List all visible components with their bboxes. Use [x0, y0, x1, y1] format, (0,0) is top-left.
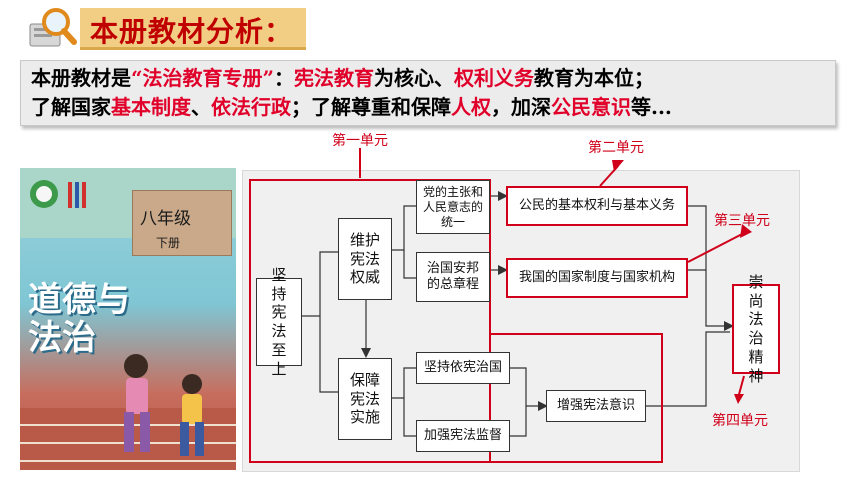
node-target-3: 增强宪法意识: [546, 390, 646, 422]
cover-grade: 八年级: [140, 209, 191, 229]
summary-segment: 公民意识: [551, 95, 631, 119]
unit-label-3: 第三单元: [714, 213, 770, 229]
node-leaf-2: 治国安邦的总章程: [416, 252, 490, 302]
node-target-1: 公民的基本权利与基本义务: [506, 186, 688, 226]
node-leaf-3: 坚持依宪治国: [416, 352, 510, 384]
textbook-cover: 八年级 下册 道德与 法治: [20, 168, 236, 470]
summary-segment: 人权: [451, 95, 491, 119]
cover-volume: 下册: [156, 236, 181, 250]
cover-title-line-2: 法治: [28, 318, 96, 358]
summary-line-2: 了解国家基本制度、依法行政；了解尊重和保障人权，加深公民意识等...: [31, 93, 835, 122]
summary-segment: 教育为本位；: [534, 66, 655, 90]
node-root: 坚持宪法至上: [256, 266, 302, 378]
node-final: 崇尚法治精神: [732, 273, 780, 385]
header-banner: [80, 8, 306, 50]
summary-segment: ：: [274, 66, 295, 90]
publisher-logo-icon: [30, 180, 86, 208]
node-target-2: 我国的国家制度与国家机构: [506, 258, 688, 298]
node-leaf-1: 党的主张和人民意志的统一: [416, 180, 490, 234]
unit-label-1: 第一单元: [332, 133, 388, 149]
track-lane: [20, 460, 236, 462]
summary-line-1: 本册教材是“法治教育专册”：宪法教育为核心、权利义务教育为本位；: [31, 64, 835, 93]
summary-segment: 、: [191, 95, 211, 119]
cover-grade-box: [132, 190, 232, 256]
summary-segment: ，加深: [491, 95, 551, 119]
running-children-illustration: [124, 354, 204, 456]
summary-segment: 等...: [631, 95, 672, 119]
unit-label-2: 第二单元: [588, 140, 644, 156]
summary-segment: 本册教材是: [31, 66, 131, 90]
summary-segment: 宪法教育: [294, 66, 375, 90]
summary-segment: 了解国家: [31, 95, 111, 119]
summary-box: 本册教材是“法治教育专册”：宪法教育为核心、权利义务教育为本位； 了解国家基本制…: [20, 60, 836, 126]
node-branch-1: 维护宪法权威: [338, 218, 392, 300]
summary-segment: “法治教育专册”: [131, 66, 275, 90]
summary-segment: 依法行政: [211, 95, 291, 119]
node-leaf-4: 加强宪法监督: [416, 420, 510, 452]
summary-segment: 权利义务: [454, 66, 535, 90]
page-title: 本册教材分析：: [90, 15, 294, 48]
summary-segment: 为核心、: [374, 66, 455, 90]
summary-segment: 基本制度: [111, 95, 191, 119]
unit-label-4: 第四单元: [712, 413, 768, 429]
cover-title-line-1: 道德与: [28, 280, 130, 320]
summary-segment: ；了解尊重和保障: [291, 95, 451, 119]
node-branch-2: 保障宪法实施: [338, 358, 392, 440]
analysis-magnifier-icon: [26, 4, 78, 50]
